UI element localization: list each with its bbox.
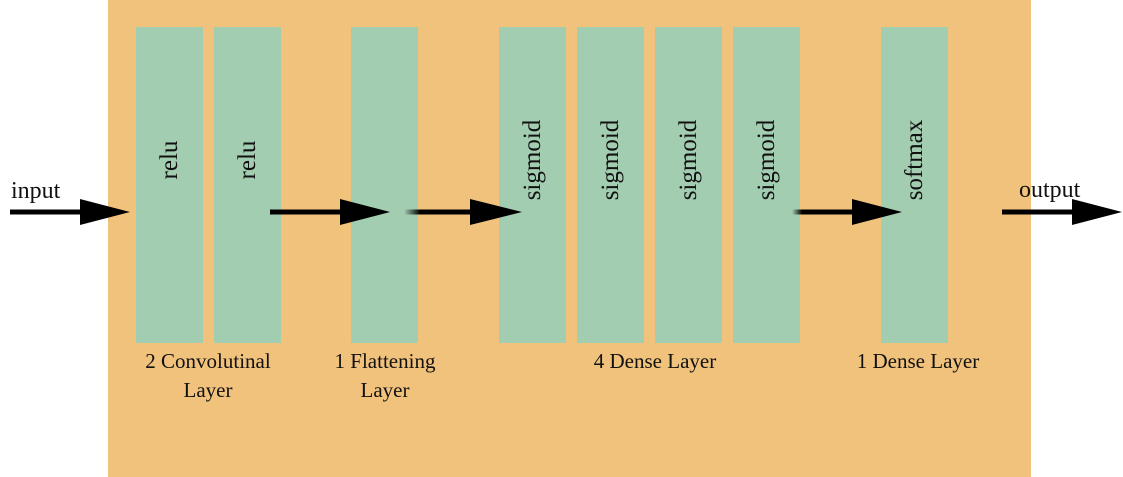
dense-to-output-arrow (792, 199, 902, 225)
flatten-layer (351, 27, 418, 343)
conv-group-caption: 2 Convolutinal Layer (145, 349, 271, 402)
dense-layer-3: sigmoid (655, 27, 722, 343)
output-label: output (1019, 177, 1081, 203)
output-dense-group-caption: 1 Dense Layer (856, 349, 980, 373)
dense-group-caption: 4 Dense Layer (593, 349, 717, 373)
conv-to-flatten-arrow (270, 199, 390, 225)
dense-layer-1: sigmoid (499, 27, 566, 343)
input-arrow (10, 199, 130, 225)
flatten-group-caption: 1 Flattening Layer (334, 349, 436, 402)
dense-layer-2: sigmoid (577, 27, 644, 343)
conv-layer-2: relu (214, 27, 281, 343)
flatten-to-dense-arrow (404, 199, 522, 225)
output-dense-layer: softmax (881, 27, 948, 343)
input-label: input (11, 178, 61, 204)
conv-layer-1: relu (136, 27, 203, 343)
output-arrow (1002, 199, 1122, 225)
dense-layer-4: sigmoid (733, 27, 800, 343)
